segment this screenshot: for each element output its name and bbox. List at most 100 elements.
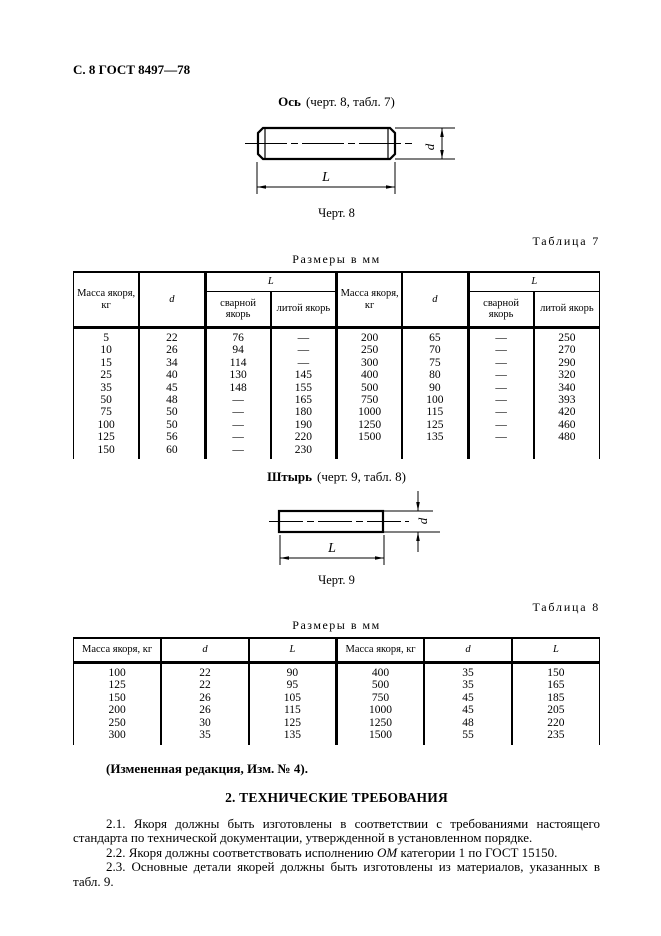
- table7-header: Масса якоря, кг d L Масса якоря, кг d L …: [73, 272, 600, 329]
- table-cell: 115: [247, 704, 337, 717]
- table-cell: 30: [160, 716, 249, 730]
- table8-label: Таблица 8: [532, 600, 600, 615]
- table-cell: 1500: [335, 431, 403, 444]
- table-cell: —: [269, 344, 337, 357]
- table-cell: 56: [138, 431, 205, 444]
- table-cell: 1250: [335, 418, 403, 432]
- table-cell: 200: [108, 704, 126, 717]
- table-cell: —: [466, 394, 534, 407]
- col-header-mass: Масса якоря, кг: [335, 272, 403, 329]
- table-cell: 300: [108, 729, 126, 742]
- table-cell: 45: [423, 691, 512, 705]
- table7-label: Таблица 7: [532, 234, 600, 248]
- table-cell: 130: [203, 369, 271, 382]
- table-cell: 90: [401, 381, 468, 395]
- table-header-row: Масса якоря, кг d L Масса якоря, кг d L: [73, 272, 600, 329]
- table-cell: 135: [401, 431, 468, 444]
- table-cell: 340: [532, 381, 600, 395]
- pin-d-label: d: [415, 517, 430, 524]
- table-cell: —: [203, 431, 271, 444]
- figure-9-title-note: (черт. 9, табл. 8): [317, 469, 406, 485]
- table-cell: 750: [334, 691, 425, 705]
- table-cell: 22: [160, 662, 249, 680]
- table-cell: —: [203, 443, 271, 460]
- table-cell: 26: [160, 704, 249, 717]
- table-cell: 115: [401, 406, 468, 419]
- table-cell: 400: [335, 369, 403, 382]
- table-cell: 235: [510, 729, 600, 745]
- col-header-d: d: [401, 272, 468, 329]
- table-cell: 1250: [334, 716, 425, 730]
- col-header-l: L: [247, 638, 337, 665]
- table-cell: 145: [269, 369, 337, 382]
- axle-l-dimension: L: [256, 162, 396, 194]
- table7: Масса якоря, кг d L Масса якоря, кг d L …: [73, 271, 600, 460]
- figure-8-title-word: Ось: [278, 94, 301, 109]
- axle-d-label: d: [422, 143, 437, 150]
- table-cell: 48: [138, 394, 205, 407]
- table-cell: 270: [532, 344, 600, 357]
- table-cell: 500: [334, 679, 425, 692]
- table-cell: 26: [138, 344, 205, 357]
- table-cell: —: [466, 431, 534, 444]
- table-cell: 35: [100, 381, 112, 394]
- table-cell: 45: [138, 381, 205, 395]
- table-cell: 45: [423, 704, 512, 717]
- table-cell: 25: [100, 369, 112, 382]
- table-cell: 94: [203, 344, 271, 357]
- table-cell: —: [466, 356, 534, 370]
- table-cell: 500: [335, 381, 403, 395]
- table-cell: 114: [203, 356, 271, 370]
- table-cell: 180: [269, 406, 337, 419]
- table-cell: 5: [103, 332, 109, 344]
- col-header-l: L: [510, 638, 600, 665]
- figure-8-caption: Черт. 8: [318, 206, 355, 220]
- table-cell: —: [466, 406, 534, 419]
- table-cell: 185: [510, 691, 600, 705]
- table-cell: 55: [423, 729, 512, 745]
- table-cell: 125: [247, 716, 337, 730]
- col-header-l: L: [466, 272, 600, 292]
- table-header-row: сварной якорь литой якорь сварной якорь …: [74, 291, 600, 329]
- table-cell: 75: [100, 406, 112, 419]
- table-cell: 105: [247, 691, 337, 705]
- table-cell: 290: [532, 356, 600, 370]
- table-cell: 460: [532, 418, 600, 432]
- table-cell: 750: [335, 394, 403, 407]
- table-cell: 205: [510, 704, 600, 717]
- table-cell: 125: [401, 418, 468, 432]
- table-cell: 76: [203, 327, 271, 345]
- figure-9-caption: Черт. 9: [318, 573, 355, 588]
- table-cell: 200: [335, 327, 403, 345]
- table-cell: 148: [203, 381, 271, 395]
- col-header-d: d: [138, 272, 205, 329]
- col-header-welded: сварной якорь: [466, 291, 534, 329]
- table-cell: 35: [423, 662, 512, 680]
- table-cell: 22: [160, 679, 249, 692]
- table-cell: [335, 443, 403, 460]
- table-cell: 135: [247, 729, 337, 745]
- table8-units: Размеры в мм: [292, 618, 381, 633]
- table-cell: 34: [138, 356, 205, 370]
- table-cell: 35: [160, 729, 249, 745]
- table8: Масса якоря, кг d L Масса якоря, кг d L …: [73, 637, 600, 745]
- table7-units: Размеры в мм: [292, 252, 381, 266]
- section-heading: 2. ТЕХНИЧЕСКИЕ ТРЕБОВАНИЯ: [225, 789, 448, 805]
- table-cell: 220: [269, 431, 337, 444]
- table-cell: 165: [269, 394, 337, 407]
- paragraph-2-2-text: 2.2. Якоря должны соответствовать исполн…: [106, 844, 377, 860]
- table-cell: 150: [97, 443, 115, 456]
- pin-l-label: L: [327, 541, 336, 556]
- col-header-welded: сварной якорь: [203, 291, 271, 329]
- figure-8-title-note: (черт. 8, табл. 7): [305, 94, 395, 109]
